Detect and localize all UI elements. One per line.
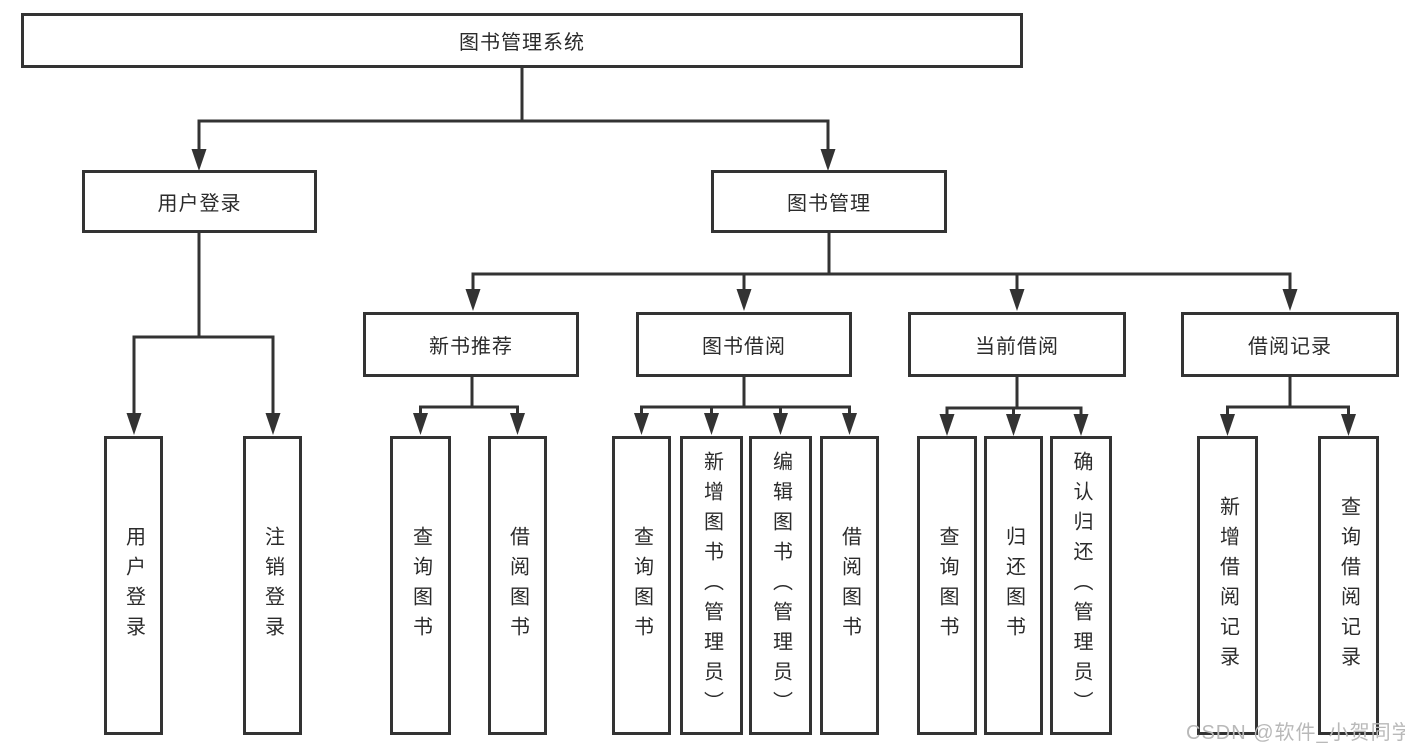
leaf-borrow-books-recommend: 借阅图书 xyxy=(488,436,547,735)
leaf-add-book-admin: 新增图书（管理员） xyxy=(680,436,743,735)
node-book-management: 图书管理 xyxy=(711,170,947,233)
csdn-watermark: CSDN @软件_小贺同学 xyxy=(1186,722,1405,744)
leaf-edit-book-admin: 编辑图书（管理员） xyxy=(749,436,812,735)
node-borrow-records: 借阅记录 xyxy=(1181,312,1399,377)
leaf-query-books-borrow: 查询图书 xyxy=(612,436,671,735)
leaf-return-book: 归还图书 xyxy=(984,436,1043,735)
leaf-query-books-current: 查询图书 xyxy=(917,436,977,735)
node-user-login: 用户登录 xyxy=(82,170,317,233)
node-book-borrow: 图书借阅 xyxy=(636,312,852,377)
leaf-borrow-books: 借阅图书 xyxy=(820,436,879,735)
node-new-book-recommend: 新书推荐 xyxy=(363,312,579,377)
leaf-logout: 注销登录 xyxy=(243,436,302,735)
leaf-confirm-return-admin: 确认归还（管理员） xyxy=(1050,436,1112,735)
leaf-add-borrow-record: 新增借阅记录 xyxy=(1197,436,1258,735)
node-current-borrow: 当前借阅 xyxy=(908,312,1126,377)
leaf-query-books-recommend: 查询图书 xyxy=(390,436,451,735)
node-system-root: 图书管理系统 xyxy=(21,13,1023,68)
leaf-user-login: 用户登录 xyxy=(104,436,163,735)
leaf-query-borrow-record: 查询借阅记录 xyxy=(1318,436,1379,735)
